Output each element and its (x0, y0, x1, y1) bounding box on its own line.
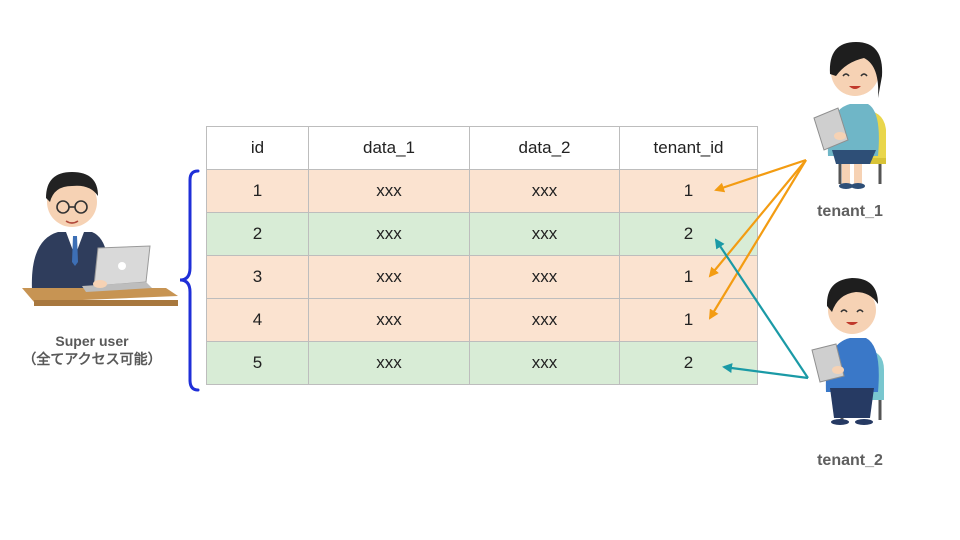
curly-brace (179, 169, 200, 392)
table-header-row: id data_1 data_2 tenant_id (206, 126, 758, 170)
header-tenant-id: tenant_id (619, 126, 758, 170)
cell-data-2: xxx (469, 341, 620, 385)
table-row: 4 xxx xxx 1 (206, 298, 758, 342)
cell-data-1: xxx (308, 212, 470, 256)
cell-tenant-id: 1 (619, 255, 758, 299)
tenant-1-arrows (708, 158, 807, 320)
cell-data-2: xxx (469, 169, 620, 213)
super-user-caption: Super user （全てアクセス可能） (14, 332, 170, 368)
cell-id: 1 (206, 169, 309, 213)
super-user-name: Super user (55, 333, 129, 349)
cell-tenant-id: 1 (619, 298, 758, 342)
cell-data-1: xxx (308, 298, 470, 342)
super-user-illustration (22, 172, 178, 306)
cell-data-1: xxx (308, 169, 470, 213)
tenant-1-label: tenant_1 (817, 203, 883, 220)
tenant-2-arrows (714, 238, 809, 380)
cell-data-1: xxx (308, 341, 470, 385)
cell-data-2: xxx (469, 298, 620, 342)
table-row: 5 xxx xxx 2 (206, 341, 758, 385)
cell-tenant-id: 1 (619, 169, 758, 213)
cell-tenant-id: 2 (619, 341, 758, 385)
table-row: 2 xxx xxx 2 (206, 212, 758, 256)
cell-id: 3 (206, 255, 309, 299)
cell-data-1: xxx (308, 255, 470, 299)
table-row: 1 xxx xxx 1 (206, 169, 758, 213)
cell-id: 2 (206, 212, 309, 256)
cell-tenant-id: 2 (619, 212, 758, 256)
super-user-note: （全てアクセス可能） (22, 351, 162, 367)
tenant-2-arrow-row-2 (714, 238, 809, 379)
tenant-2-illustration (811, 278, 884, 425)
tenant-2-arrow-row-5 (722, 363, 809, 380)
tenant-1-arrow-row-1 (714, 158, 807, 193)
cell-data-2: xxx (469, 212, 620, 256)
tenant-data-table: id data_1 data_2 tenant_id 1 xxx xxx 1 2… (206, 126, 758, 385)
tenant-2-label: tenant_2 (817, 452, 883, 469)
cell-id: 5 (206, 341, 309, 385)
tenant-1-illustration (813, 42, 886, 189)
cell-id: 4 (206, 298, 309, 342)
tenant-1-arrow-row-4 (708, 159, 807, 320)
header-id: id (206, 126, 309, 170)
